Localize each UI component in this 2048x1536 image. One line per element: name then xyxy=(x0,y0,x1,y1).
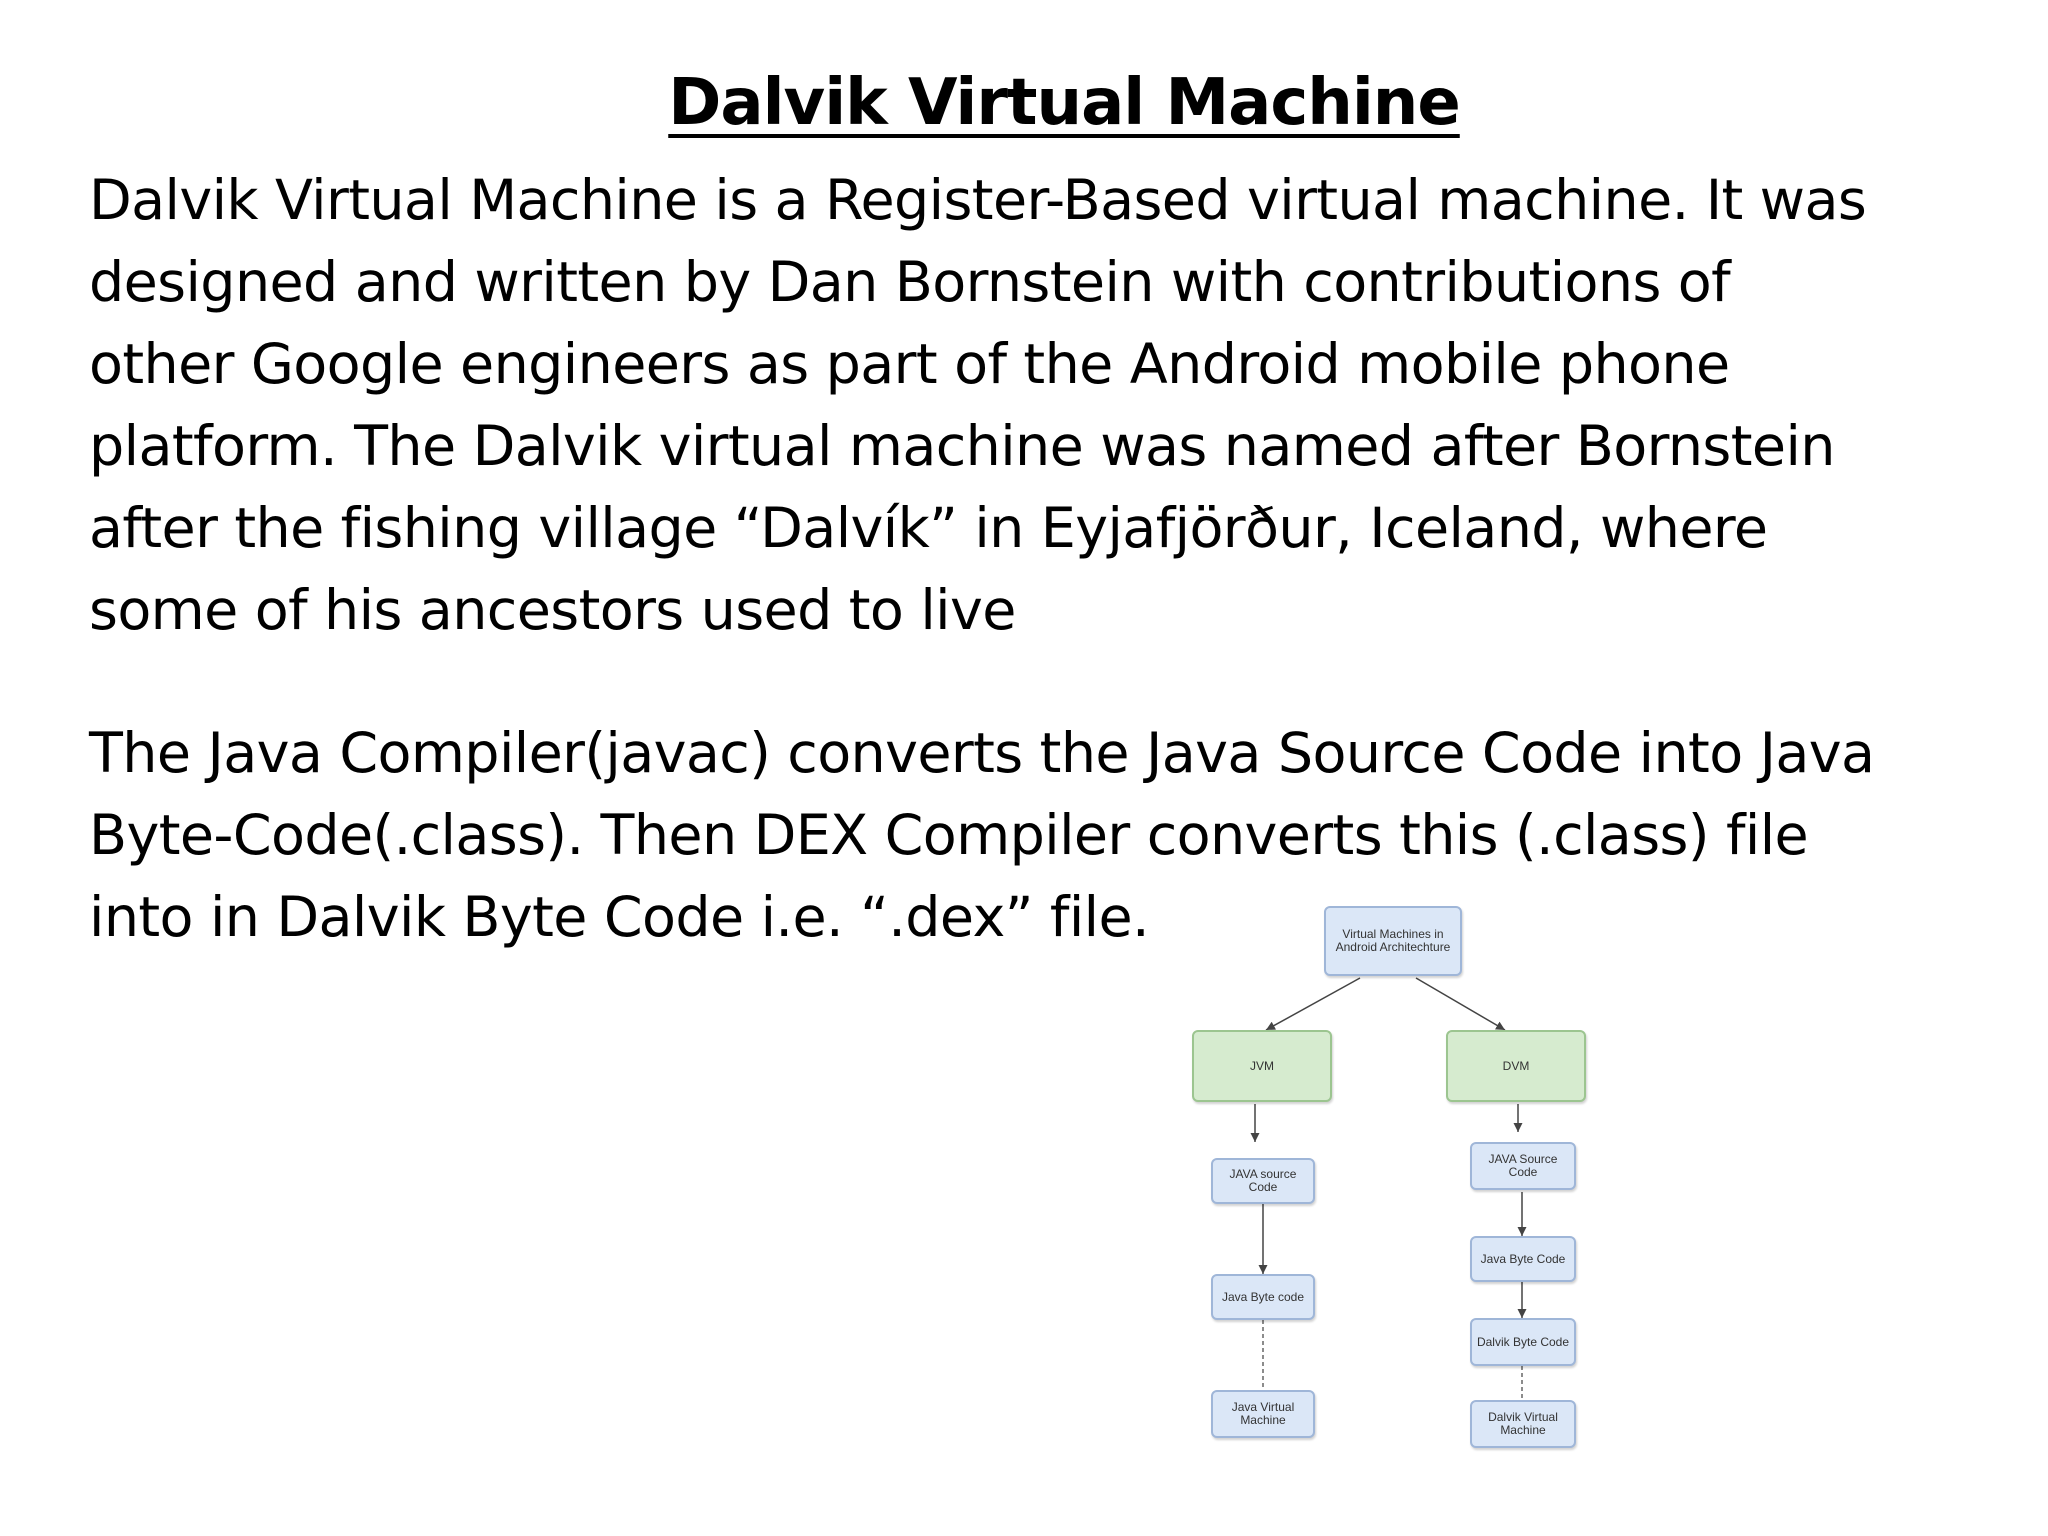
jvm-node: JVM xyxy=(1192,1030,1332,1102)
root-node: Virtual Machines in Android Architechtur… xyxy=(1324,906,1462,976)
jvm-step-source: JAVA source Code xyxy=(1211,1158,1315,1204)
dvm-step-bytecode: Java Byte Code xyxy=(1470,1236,1576,1282)
edge-root-jvm xyxy=(1265,977,1361,1031)
diagram-connectors xyxy=(1250,977,1527,1400)
edge-root-dvm xyxy=(1415,977,1506,1031)
dvm-step-source: JAVA Source Code xyxy=(1470,1142,1576,1190)
slide-title: Dalvik Virtual Machine xyxy=(668,66,1461,140)
compiler-paragraph: The Java Compiler(javac) converts the Ja… xyxy=(89,721,1875,950)
dvm-step-dalvik-bytecode: Dalvik Byte Code xyxy=(1470,1318,1576,1366)
jvm-step-bytecode: Java Byte code xyxy=(1211,1274,1315,1320)
dvm-step-vm: Dalvik Virtual Machine xyxy=(1470,1400,1576,1448)
jvm-step-vm: Java Virtual Machine xyxy=(1211,1390,1315,1438)
vm-architecture-diagram: Virtual Machines in Android Architechtur… xyxy=(1180,896,1620,1456)
dvm-node: DVM xyxy=(1446,1030,1586,1102)
intro-paragraph: Dalvik Virtual Machine is a Register-Bas… xyxy=(89,168,1867,643)
